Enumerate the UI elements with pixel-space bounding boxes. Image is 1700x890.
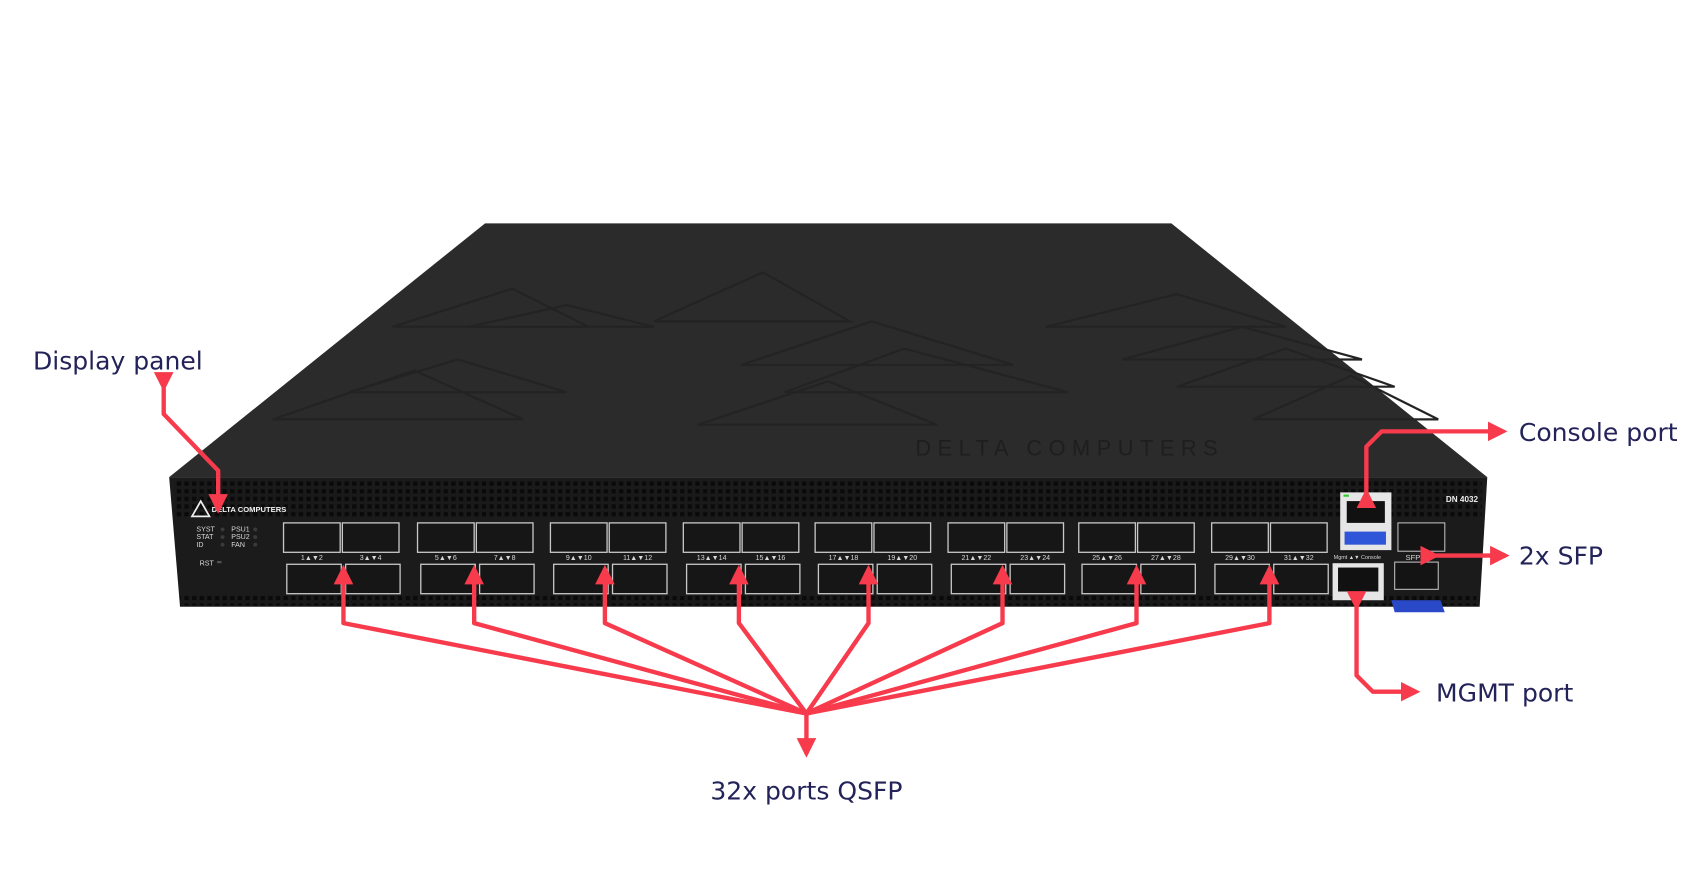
model-label: DN 4032 [1446, 495, 1479, 504]
led-label-psu2: PSU2 [231, 533, 250, 541]
qsfp-port[interactable] [549, 522, 608, 553]
port-label: 29▲▼30 [1225, 554, 1255, 562]
callout-sfp: 2x SFP [1519, 541, 1603, 570]
qsfp-port[interactable] [344, 563, 401, 595]
port-label: 31▲▼32 [1284, 554, 1314, 562]
qsfp-port[interactable] [1214, 563, 1271, 595]
port-label: 1▲▼2 [301, 554, 323, 562]
port-label: 27▲▼28 [1151, 554, 1181, 562]
qsfp-port-arrow [805, 564, 1013, 716]
qsfp-port[interactable] [682, 522, 741, 553]
led-label-fan: FAN [231, 541, 245, 549]
callout-arrows [153, 372, 1510, 758]
sfp-port-2[interactable] [1394, 561, 1439, 590]
top-triangle-pattern [272, 271, 1439, 426]
management-module: Mgmt ▲▼ Console SFP+ DN 4032 [1332, 492, 1479, 613]
reset-label: RST [200, 559, 215, 567]
qsfp-port[interactable] [817, 563, 874, 595]
qsfp-port[interactable] [478, 563, 535, 595]
qsfp-port[interactable] [1136, 522, 1195, 553]
qsfp-port[interactable] [286, 563, 342, 595]
qsfp-port[interactable] [950, 563, 1007, 595]
led-label-stat: STAT [196, 533, 214, 541]
qsfp-port[interactable] [1211, 522, 1269, 553]
sfp-port-1[interactable] [1397, 522, 1446, 552]
port-label: 5▲▼6 [435, 554, 457, 562]
qsfp-port-arrow [464, 564, 807, 716]
qsfp-port-bank: 1▲▼2 3▲▼4 5▲▼6 7▲▼8 9▲▼10 11▲▼12 13▲▼14 15▲▼16 1… [282, 522, 1329, 595]
qsfp-port-arrow [805, 564, 1147, 716]
port-label: 13▲▼14 [697, 554, 727, 562]
qsfp-port[interactable] [685, 563, 742, 595]
callout-mgmt-port: MGMT port [1436, 679, 1573, 708]
port-label: 23▲▼24 [1020, 554, 1050, 562]
port-label: 11▲▼12 [623, 554, 652, 562]
qsfp-port[interactable] [814, 522, 873, 553]
qsfp-port[interactable] [1078, 522, 1137, 553]
port-label: 9▲▼10 [566, 554, 592, 562]
display-panel-arrow [153, 372, 228, 514]
brand-logo: DELTA COMPUTERS [212, 505, 287, 514]
qsfp-port[interactable] [947, 522, 1006, 553]
qsfp-port[interactable] [282, 522, 341, 553]
qsfp-port[interactable] [1269, 522, 1328, 553]
port-label: 15▲▼16 [756, 554, 786, 562]
qsfp-port[interactable] [416, 522, 475, 553]
qsfp-arrows [333, 564, 1280, 716]
reset-button[interactable] [217, 561, 222, 564]
led-label-psu1: PSU1 [231, 526, 250, 534]
blue-pull-tab [1391, 600, 1445, 613]
usb-port[interactable] [1344, 531, 1386, 545]
front-vent-bottom [180, 595, 1477, 606]
qsfp-port[interactable] [475, 522, 534, 553]
qsfp-port[interactable] [1081, 563, 1138, 595]
port-label: 21▲▼22 [961, 554, 991, 562]
port-label: 17▲▼18 [829, 554, 859, 562]
qsfp-port[interactable] [873, 522, 932, 553]
qsfp-port[interactable] [1140, 563, 1196, 595]
qsfp-port[interactable] [608, 522, 667, 553]
port-label: 3▲▼4 [360, 554, 382, 562]
callout-qsfp: 32x ports QSFP [710, 777, 902, 806]
led-label-syst: SYST [196, 526, 215, 534]
top-emboss-text: DELTA COMPUTERS [915, 435, 1224, 460]
qsfp-port-arrow [806, 564, 1280, 716]
qsfp-port[interactable] [1009, 563, 1066, 595]
qsfp-port[interactable] [876, 563, 933, 595]
qsfp-port[interactable] [553, 563, 609, 595]
sfp-label: SFP+ [1406, 553, 1426, 562]
qsfp-port-arrow [595, 564, 808, 716]
callout-console-port: Console port [1519, 418, 1678, 447]
port-label: 7▲▼8 [494, 554, 516, 562]
front-vent-strip [174, 479, 1482, 518]
qsfp-port[interactable] [420, 563, 476, 595]
qsfp-port[interactable] [1006, 522, 1065, 553]
qsfp-port[interactable] [341, 522, 400, 553]
mgmt-port-arrow [1346, 591, 1421, 702]
port-label: 25▲▼26 [1092, 554, 1122, 562]
callout-display-panel: Display panel [33, 346, 203, 375]
qsfp-port[interactable] [744, 563, 801, 595]
qsfp-port[interactable] [611, 563, 668, 595]
chassis-top [169, 223, 1488, 478]
qsfp-port[interactable] [1273, 563, 1329, 595]
qsfp-port[interactable] [741, 522, 800, 553]
mgmt-console-label: Mgmt ▲▼ Console [1334, 555, 1381, 561]
qsfp-port-arrow [804, 564, 879, 715]
led-label-id: ID [196, 541, 203, 549]
qsfp-port-arrow [333, 564, 807, 716]
qsfp-port-arrow [729, 564, 809, 715]
console-port-arrow [1356, 421, 1508, 509]
port-label: 19▲▼20 [887, 554, 917, 562]
